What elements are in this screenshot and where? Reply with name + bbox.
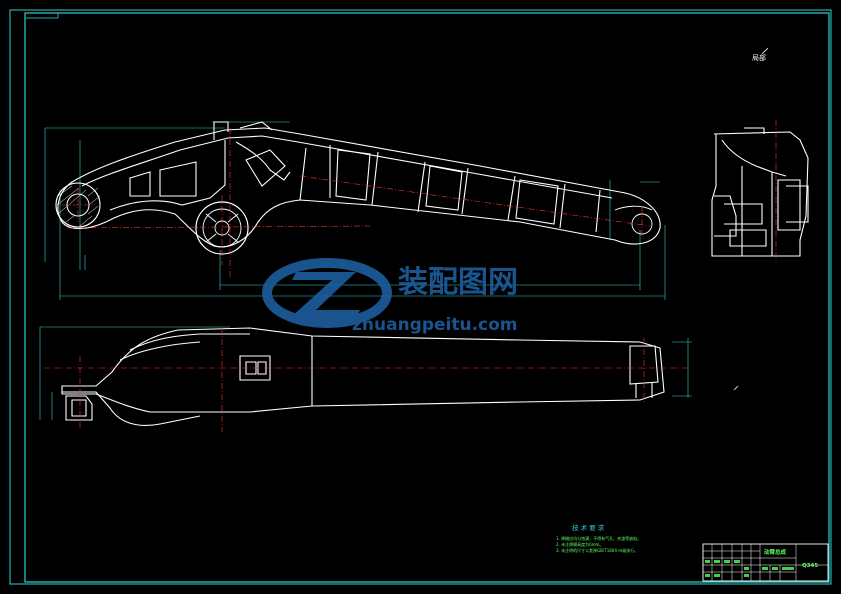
front-view-dimensions xyxy=(44,121,666,300)
watermark: 装配图网 zhuangpeitu.com xyxy=(262,258,518,335)
section-mark xyxy=(733,385,739,391)
title-block-material: Q345 xyxy=(802,563,818,569)
view-label: 局部 xyxy=(752,53,766,62)
watermark-logo-icon xyxy=(262,258,392,328)
top-view-dimensions xyxy=(39,326,692,420)
tech-requirement-item: 3. 未注明的尺寸公差按GB/T1804-m级执行。 xyxy=(556,547,638,553)
side-view xyxy=(711,120,809,262)
drawing-frame xyxy=(9,9,832,585)
middle-pin-boss xyxy=(195,201,249,255)
top-view xyxy=(39,326,692,432)
front-view-center-lines xyxy=(62,128,651,278)
front-view xyxy=(44,121,666,300)
title-block: 动臂总成 Q345 xyxy=(702,543,829,582)
title-block-drawing-name: 动臂总成 xyxy=(764,548,787,556)
watermark-url: zhuangpeitu.com xyxy=(352,315,518,335)
view-label-arrow xyxy=(761,47,769,55)
tech-requirement-item: 2. 未注焊脚高度为6mm。 xyxy=(556,541,603,547)
tech-requirement-item: 1. 焊缝应均匀饱满，不得有气孔、夹渣等缺陷。 xyxy=(556,535,641,541)
boom-arm-outline xyxy=(57,121,661,248)
watermark-brand: 装配图网 xyxy=(398,265,518,300)
right-pin-boss xyxy=(614,205,653,235)
tech-requirements-title: 技 术 要 求 xyxy=(572,523,605,532)
technical-requirements: 技 术 要 求 1. 焊缝应均匀饱满，不得有气孔、夹渣等缺陷。 2. 未注焊脚高… xyxy=(556,523,641,553)
